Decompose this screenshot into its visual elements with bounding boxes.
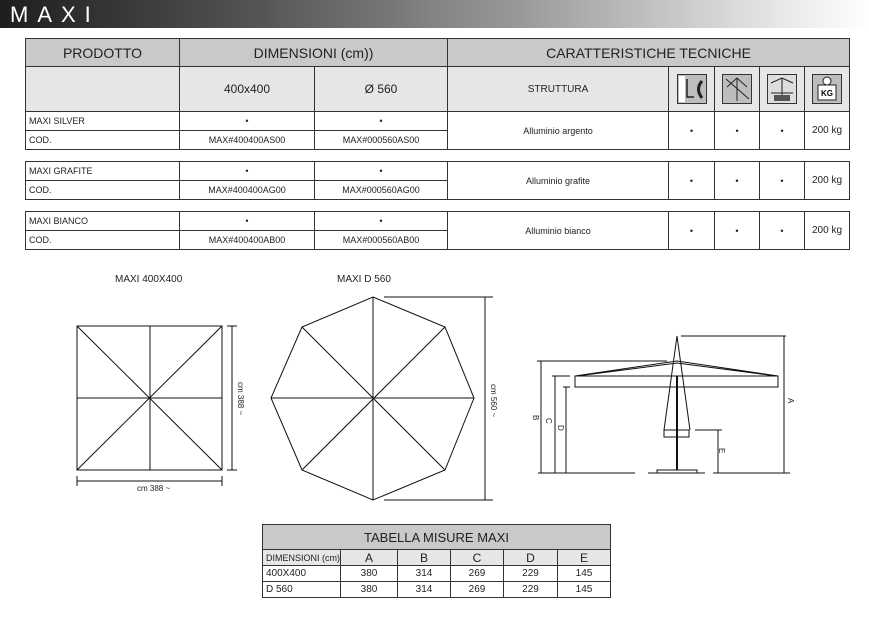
measure-table-title: TABELLA MISURE MAXI — [262, 524, 611, 550]
page-title: MAXI — [10, 2, 100, 27]
blank-cell — [25, 66, 180, 112]
octagon-dimension: cm 560 ~ — [489, 384, 498, 418]
header-features: CARATTERISTICHE TECNICHE — [447, 38, 851, 67]
product-code: MAX#000560AG00 — [314, 180, 448, 200]
octagon-canopy-drawing — [270, 296, 493, 501]
measure-header: B — [397, 549, 451, 566]
dimension-label-e: E — [717, 448, 726, 454]
dimension-label-d: D — [556, 425, 565, 431]
umbrella-rotation-icon — [722, 74, 753, 104]
svg-text:KG: KG — [821, 89, 833, 98]
feature-dot: • — [714, 111, 761, 150]
feature-dot: • — [668, 111, 716, 150]
dimension-label-b: B — [531, 415, 540, 421]
subheader-400x400: 400x400 — [179, 66, 315, 112]
octagon-drawing-title: MAXI D 560 — [337, 274, 391, 285]
square-canopy-drawing — [76, 325, 237, 486]
title-bar: MAXI — [0, 0, 869, 28]
product-table-grafite: MAXI GRAFITE••Alluminio grafite•••200 kg… — [25, 161, 850, 200]
header-dimensions: DIMENSIONI (cm)) — [178, 38, 449, 67]
dimension-label-c: C — [544, 418, 553, 424]
side-view-drawing — [537, 335, 790, 474]
feature-dot: • — [759, 161, 805, 200]
subheader-560: Ø 560 — [313, 66, 449, 112]
cell: 269 — [450, 581, 504, 598]
structure-value: Alluminio argento — [447, 111, 670, 150]
measure-header: D — [503, 549, 558, 566]
header-product: PRODOTTO — [25, 38, 180, 67]
product-table-bianco: MAXI BIANCO••Alluminio bianco•••200 kg C… — [25, 211, 850, 250]
measure-header: DIMENSIONI (cm) — [262, 549, 341, 566]
tilt-icon — [676, 74, 707, 104]
row-label: D 560 — [262, 581, 341, 598]
dimension-label-a: A — [786, 398, 795, 404]
cell: 314 — [397, 565, 451, 582]
cell: 145 — [557, 565, 611, 582]
structure-value: Alluminio bianco — [447, 211, 669, 250]
measure-header: C — [450, 549, 504, 566]
cell: 380 — [340, 565, 398, 582]
product-code: MAX#400400AS00 — [179, 130, 315, 150]
measure-header: E — [557, 549, 611, 566]
product-code: MAX#000560AS00 — [313, 130, 449, 150]
cell: 145 — [557, 581, 611, 598]
weight-value: 200 kg — [804, 161, 850, 200]
weight-value: 200 kg — [804, 111, 851, 150]
product-code: MAX#000560AB00 — [314, 230, 448, 250]
cell: 229 — [503, 565, 558, 582]
structure-value: Alluminio grafite — [447, 161, 669, 200]
measure-header: A — [340, 549, 398, 566]
cod-label: COD. — [25, 230, 180, 250]
feature-dot: • — [759, 111, 806, 150]
weight-value: 200 kg — [804, 211, 850, 250]
cell: 229 — [503, 581, 558, 598]
square-dimension-horizontal: cm 388 ~ — [137, 484, 171, 493]
square-drawing-title: MAXI 400X400 — [115, 274, 183, 285]
cell: 314 — [397, 581, 451, 598]
base-ballast-icon — [767, 74, 798, 104]
cell: 269 — [450, 565, 504, 582]
weight-kg-icon: KG — [812, 74, 843, 104]
feature-dot: • — [668, 211, 715, 250]
cell: 380 — [340, 581, 398, 598]
row-label: 400X400 — [262, 565, 341, 582]
feature-dot: • — [759, 211, 805, 250]
square-dimension-vertical: cm 388 ~ — [236, 382, 245, 416]
product-code: MAX#400400AB00 — [179, 230, 315, 250]
subheader-structure: STRUTTURA — [447, 66, 670, 112]
